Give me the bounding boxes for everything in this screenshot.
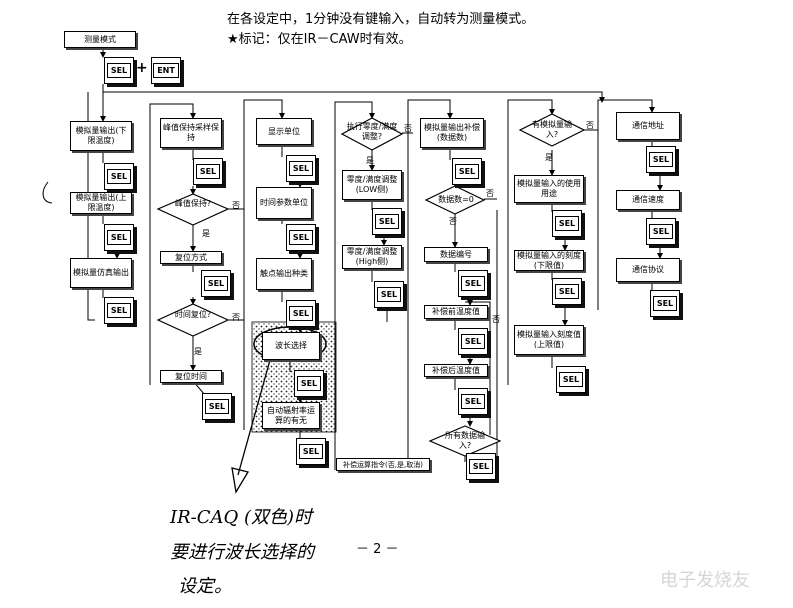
header-line-1: 在各设定中，1分钟没有键输入，自动转为测量模式。 — [227, 12, 535, 27]
analog-comp-out-box: 模拟量输出补偿(数据数) — [420, 118, 484, 148]
sel-key: SEL — [201, 270, 231, 297]
data-count-question: 数据数=0 — [438, 195, 474, 204]
sel-key: SEL — [374, 281, 404, 308]
branch-yes-label: 是 — [202, 229, 210, 238]
sel-key: SEL — [104, 297, 134, 324]
measure-mode-box: 测量模式 — [64, 31, 136, 48]
comm-protocol-box: 通信协议 — [616, 258, 680, 282]
branch-no-label: 否 — [492, 315, 500, 324]
comp-before-temp-box: 补偿前温度值 — [424, 305, 488, 319]
sel-key: SEL — [646, 218, 676, 245]
branch-no-label: 否 — [232, 201, 240, 210]
branch-yes-label: 是 — [366, 156, 374, 165]
branch-no-label: 否 — [586, 121, 594, 130]
sel-key: SEL — [104, 57, 134, 84]
sel-key: SEL — [452, 158, 482, 185]
comp-cmd-box: 补偿运算指令(否,是,取消) — [336, 458, 430, 471]
comm-speed-box: 通信速度 — [616, 190, 680, 210]
auto-emissivity-box: 自动辐射率运算的有无 — [262, 402, 320, 429]
handwritten-note-line-1: IR-CAQ (双色)时 — [170, 507, 313, 528]
sel-key: SEL — [286, 155, 316, 182]
time-set-question: 时间复位? — [174, 310, 212, 319]
header-line-2: ★标记：仅在IR－CAW时有效。 — [227, 32, 412, 47]
sel-key: SEL — [296, 438, 326, 465]
sel-key: SEL — [104, 224, 134, 251]
contact-output-box: 触点输出种类 — [256, 258, 312, 290]
plus-sign: + — [136, 60, 148, 76]
all-data-question: 所有数据输入? — [445, 431, 485, 450]
comp-after-temp-box: 补偿后温度值 — [424, 364, 488, 377]
reset-time-box: 复位时间 — [160, 370, 222, 383]
sel-key: SEL — [286, 224, 316, 251]
branch-no-label: 否 — [449, 217, 457, 226]
branch-yes-label: 是 — [545, 153, 553, 162]
exec-zero-question: 执行零度/满度调整? — [346, 122, 398, 141]
analog-out-low-box: 模拟量输出(下限温度) — [70, 121, 132, 151]
hand-arrow-line — [237, 359, 271, 476]
sel-key: SEL — [202, 393, 232, 420]
all-data-decision — [428, 425, 502, 457]
branch-yes-label: 是 — [194, 347, 202, 356]
sel-key: SEL — [552, 278, 582, 305]
zero-span-low-box: 零度/满度调整(LOW侧) — [342, 170, 402, 200]
time-param-unit-box: 时间参数单位 — [256, 187, 312, 219]
wavelength-select-box: 波长选择 — [262, 332, 320, 360]
data-count-decision — [424, 185, 486, 215]
sel-key: SEL — [552, 210, 582, 237]
branch-no-label: 否 — [486, 189, 494, 198]
sel-key: SEL — [458, 388, 488, 415]
analog-out-true-box: 模拟量仿真输出 — [70, 258, 132, 288]
has-analog-in-decision — [518, 113, 586, 147]
ent-key: ENT — [151, 57, 181, 84]
data-number-box: 数据编号 — [424, 247, 488, 262]
display-unit-box: 显示单位 — [256, 118, 312, 145]
sel-key: SEL — [458, 270, 488, 297]
has-analog-in-question: 有模拟量输入? — [532, 120, 572, 139]
zero-span-high-box: 零度/满度调整(High侧) — [342, 245, 402, 269]
handwritten-note-line-2: 要进行波长选择的 — [170, 542, 314, 563]
sel-key: SEL — [458, 328, 488, 355]
analog-in-high-box: 模拟量输入刻度值(上限值) — [514, 325, 584, 355]
reset-method-box: 复位方式 — [160, 251, 222, 264]
sel-key: SEL — [646, 146, 676, 173]
time-set-decision — [156, 303, 230, 337]
analog-in-low-box: 模拟量输入的刻度(下限值) — [514, 250, 584, 271]
hand-circle-mark — [253, 326, 327, 362]
sel-key: SEL — [193, 158, 223, 185]
sel-key: SEL — [104, 163, 134, 190]
sel-key: SEL — [466, 453, 496, 480]
sel-key: SEL — [286, 300, 316, 327]
sel-key: SEL — [294, 370, 324, 397]
handwritten-note-line-3: 设定。 — [178, 576, 232, 597]
hand-arrow-head — [231, 467, 250, 494]
peak-hold-box: 峰值保持采样保持 — [160, 118, 222, 148]
sel-key: SEL — [372, 208, 402, 235]
peak-hold-decision — [156, 193, 230, 226]
sel-key: SEL — [556, 366, 586, 393]
exec-zero-decision — [340, 117, 404, 151]
branch-no-label: 否 — [232, 313, 240, 322]
sel-key: SEL — [650, 290, 680, 317]
analog-in-use-box: 模拟量输入的使用用途 — [514, 175, 584, 203]
branch-no-label: 否 — [404, 124, 412, 133]
analog-out-high-box: 模拟量输出(上限温度) — [70, 192, 132, 214]
peak-hold-question: 峰值保持? — [174, 199, 212, 208]
page-number: － 2 － — [356, 542, 399, 557]
watermark-text: 电子发烧友 — [660, 570, 750, 591]
comm-address-box: 通信地址 — [616, 112, 680, 140]
